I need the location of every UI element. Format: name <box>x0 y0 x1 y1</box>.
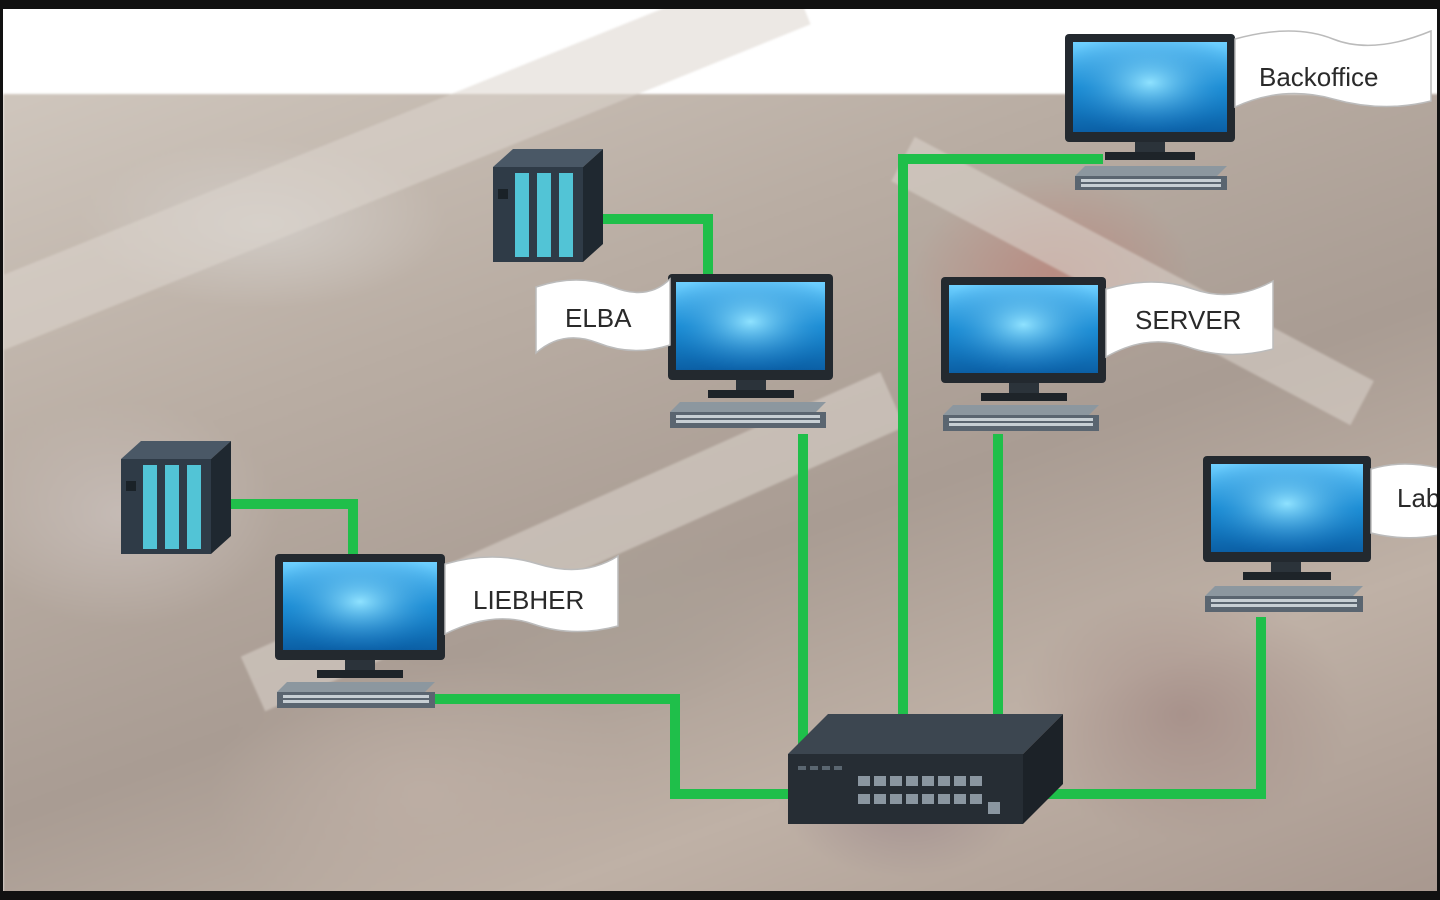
label-lab-text: Lab <box>1397 483 1440 513</box>
link-elba-switch <box>798 434 871 756</box>
link-plc-top-elba <box>568 214 713 277</box>
label-lab: Lab <box>1370 463 1440 539</box>
label-backoffice: Backoffice <box>1234 29 1432 109</box>
plc-top <box>493 149 603 262</box>
label-elba: ELBA <box>535 277 671 355</box>
link-liebher-switch <box>435 694 873 799</box>
label-server: SERVER <box>1105 279 1274 359</box>
computer-server <box>941 277 1106 431</box>
label-server-text: SERVER <box>1135 305 1241 335</box>
plc-left <box>121 441 231 554</box>
computer-liebher <box>275 554 445 708</box>
aerial-map-background <box>3 9 1437 891</box>
label-backoffice-text: Backoffice <box>1259 62 1378 92</box>
label-elba-text: ELBA <box>565 303 632 333</box>
computer-backoffice <box>1065 34 1235 190</box>
computer-lab <box>1203 456 1371 612</box>
label-liebher: LIEBHER <box>444 554 619 636</box>
network-switch <box>788 714 1063 824</box>
link-backoffice-switch <box>898 154 1103 784</box>
computer-elba <box>668 274 833 428</box>
network-diagram: Backoffice ELBA SERVER LIEBHER Lab <box>121 29 1440 824</box>
label-liebher-text: LIEBHER <box>473 585 584 615</box>
link-server-switch <box>935 434 1003 759</box>
link-plc-left-liebher <box>213 499 358 557</box>
